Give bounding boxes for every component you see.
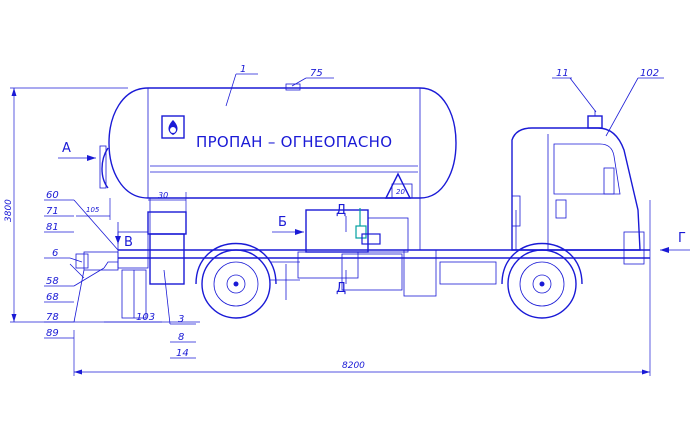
fire-emblem-icon: [161, 115, 185, 139]
tank: ПРОПАН – ОГНЕОПАСНО: [99, 83, 457, 199]
tank-inscription: ПРОПАН – ОГНЕОПАСНО: [196, 133, 392, 151]
dim-20: 20: [396, 188, 405, 196]
callout-78: 78: [46, 312, 59, 323]
callout-58: 58: [46, 276, 59, 287]
length-dimension-label: 8200: [342, 361, 365, 371]
callout-60: 60: [46, 190, 59, 201]
callout-68: 68: [46, 292, 59, 303]
view-d2-label: Д: [336, 281, 346, 296]
view-a-label: А: [62, 141, 71, 156]
height-dimension-label: 3800: [4, 199, 14, 222]
truck-cab: [511, 110, 645, 265]
dim-30: 30: [158, 191, 168, 200]
callout-6: 6: [52, 248, 58, 259]
view-b-label: Б: [278, 215, 287, 230]
view-g-label: Г: [678, 231, 686, 246]
dim-105: 105: [86, 206, 100, 214]
view-d1-label: Д: [336, 203, 346, 218]
callout-3: 3: [178, 314, 184, 325]
callout-75: 75: [310, 68, 323, 79]
callout-103: 103: [136, 312, 155, 323]
view-arrows: [58, 155, 690, 284]
callout-8: 8: [178, 332, 184, 343]
beacon-icon: [587, 115, 603, 129]
callout-1: 1: [240, 64, 246, 75]
view-v-label: В: [124, 235, 133, 250]
callout-14: 14: [176, 348, 189, 359]
callout-89: 89: [46, 328, 59, 339]
rear-wheel: [195, 242, 277, 319]
callout-71: 71: [46, 206, 59, 217]
front-wheel: [501, 242, 583, 319]
callout-102: 102: [640, 68, 659, 79]
callout-81: 81: [46, 222, 59, 233]
callout-11: 11: [556, 68, 569, 79]
length-dimension: 8200: [73, 200, 651, 376]
callout-leaders: [44, 73, 664, 359]
